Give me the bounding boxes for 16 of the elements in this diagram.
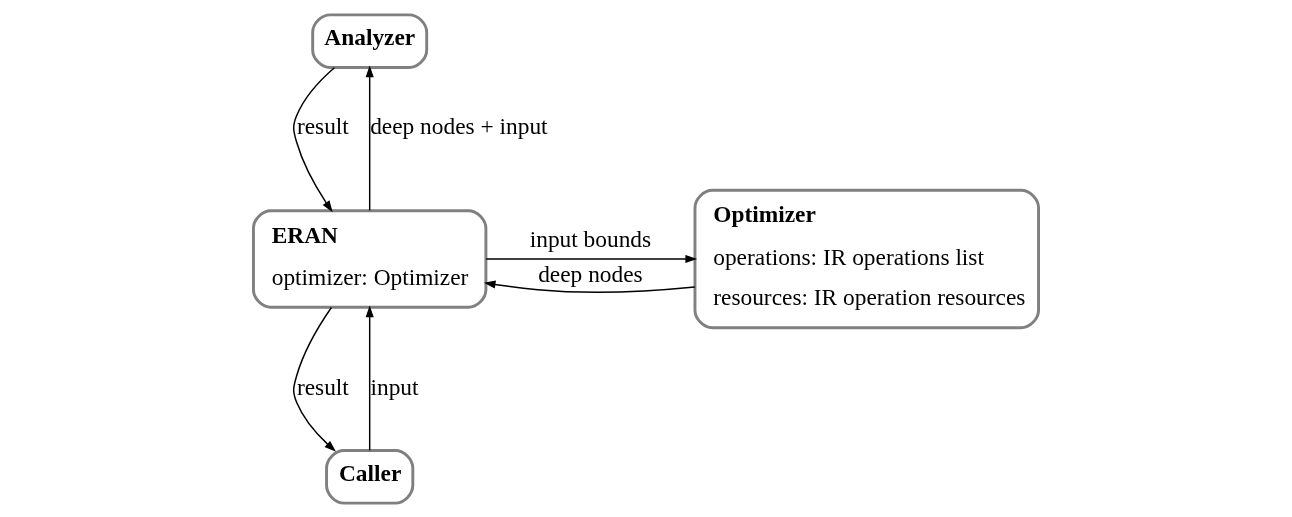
- arrow: [365, 65, 374, 211]
- arrow: [292, 306, 337, 452]
- arrow: [483, 279, 696, 293]
- arrow: [292, 66, 336, 212]
- node-box: Optimizer operations: IR operations list resources: IR operation resources: [693, 188, 1040, 329]
- edge-label: result: [296, 373, 349, 400]
- edge-label: input: [370, 373, 419, 400]
- node-box: ERAN optimizer: Optimizer: [252, 208, 488, 309]
- edge-label: deep nodes + input: [370, 112, 548, 139]
- node-box: Analyzer: [311, 12, 429, 69]
- arrow: [365, 304, 374, 451]
- node-box: Caller: [325, 448, 415, 505]
- arrow: [485, 254, 698, 263]
- edge-label: result: [296, 112, 349, 139]
- edge-label: input bounds: [529, 225, 652, 252]
- edge-label: deep nodes: [538, 260, 643, 287]
